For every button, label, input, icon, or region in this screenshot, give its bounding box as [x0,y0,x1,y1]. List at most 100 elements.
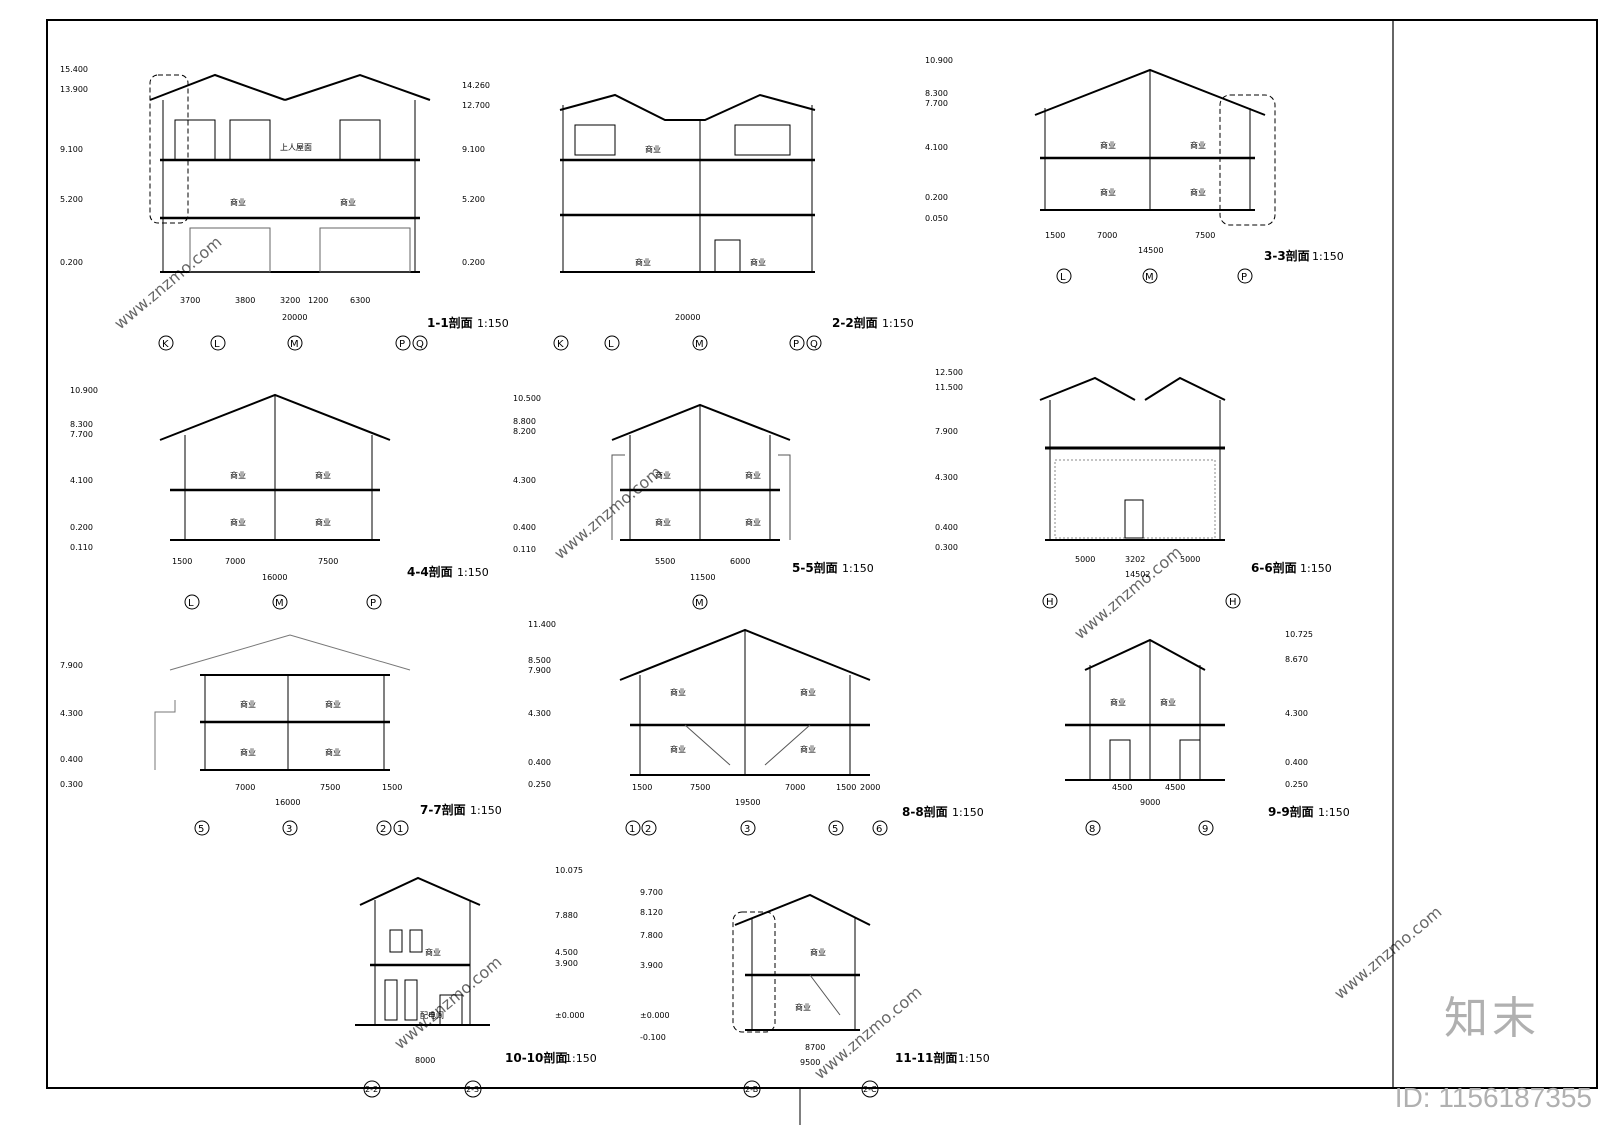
level-label: 15.400 [60,65,88,74]
axis-label: H [1046,597,1054,608]
section-10-10 [355,876,490,1026]
level-label: 0.300 [60,780,83,789]
axis-label: 3 [286,824,292,835]
level-label: 0.200 [60,258,83,267]
level-label: 9.700 [640,888,663,897]
overall-dim: 14502 [1125,570,1150,579]
overall-dim: 11500 [690,573,715,582]
level-label: 10.725 [1285,630,1313,639]
level-label: 12.500 [935,368,963,377]
bay-dim: 7000 [785,783,805,792]
axis-bubbles [1042,593,1241,609]
overall-dim: 19500 [735,798,760,807]
bay-dim: 1500 [836,783,856,792]
bay-dim: 1500 [632,783,652,792]
section-title: 2-2剖面 [832,315,878,330]
level-label: 0.400 [60,755,83,764]
level-label: 0.110 [513,545,536,554]
level-label: 0.250 [1285,780,1308,789]
level-label: 4.300 [513,476,536,485]
room-label: 商业 [315,470,331,480]
bay-dim: 7000 [235,783,255,792]
bay-dim: 6300 [350,296,370,305]
level-label: 0.200 [70,523,93,532]
room-label: 商业 [1190,187,1206,197]
level-label: 0.400 [1285,758,1308,767]
level-label: 10.900 [925,56,953,65]
bay-dim: 2000 [860,783,880,792]
bay-dim: 7500 [1195,231,1215,240]
section-title: 8-8剖面 [902,804,948,819]
level-label: 0.110 [70,543,93,552]
level-label: 4.300 [60,709,83,718]
section-scale: 1:150 [1300,562,1332,575]
axis-bubbles [194,820,409,836]
roof-terrace-label: 上人屋面 [280,143,312,152]
small-room-label: 配电间 [420,1010,444,1020]
level-label: 14.260 [462,81,490,90]
section-title: 6-6剖面 [1251,560,1297,575]
level-label: 7.900 [528,666,551,675]
room-label: 商业 [230,197,246,207]
room-label: 商业 [1110,697,1126,707]
axis-label: 6 [876,824,882,835]
axis-label: P [1241,272,1247,283]
axis-label: 3 [744,824,750,835]
axis-label: P [793,339,799,350]
section-7-7 [154,634,411,771]
axis-label: 2-C [863,1085,877,1094]
axis-label: L [608,339,614,350]
axis-bubbles [1056,268,1253,284]
bay-dim: 1500 [1045,231,1065,240]
bay-dim: 3700 [180,296,200,305]
level-label: 7.900 [60,661,83,670]
section-3-3 [1034,68,1276,226]
axis-label: 2 [645,824,651,835]
level-label: 9.100 [462,145,485,154]
axis-label: L [1060,272,1066,283]
section-5-5 [611,403,791,541]
section-scale: 1:150 [565,1052,597,1065]
level-label: 8.200 [513,427,536,436]
level-label: 12.700 [462,101,490,110]
level-label: 7.800 [640,931,663,940]
section-title: 5-5剖面 [792,560,838,575]
axis-label: 5 [198,824,204,835]
level-label: 13.900 [60,85,88,94]
axis-label: 1 [397,824,403,835]
brand-watermark: 知末 [1444,993,1540,1044]
level-label: 10.500 [513,394,541,403]
bay-dim: 7500 [318,557,338,566]
watermark-text: www.znzmo.com [550,462,665,563]
axis-label: K [557,339,564,350]
room-label: 商业 [240,699,256,709]
axis-label: P [399,339,405,350]
level-label: 7.900 [935,427,958,436]
watermark-text: www.znzmo.com [810,982,925,1083]
room-label: 商业 [230,517,246,527]
level-label: 4.300 [528,709,551,718]
section-title: 3-3剖面 [1264,248,1310,263]
level-label: 7.700 [925,99,948,108]
axis-label: H [1229,597,1237,608]
level-label: 4.300 [1285,709,1308,718]
section-title: 4-4剖面 [407,564,453,579]
bay-dim: 7000 [225,557,245,566]
axis-label: 9 [1202,824,1208,835]
axis-label: 8 [1089,824,1095,835]
level-label: 4.100 [70,476,93,485]
section-scale: 1:150 [842,562,874,575]
axis-bubbles [184,594,382,610]
room-label: 商业 [655,517,671,527]
watermark-text: www.znzmo.com [390,952,505,1053]
bay-dim: 6000 [730,557,750,566]
room-label: 商业 [745,470,761,480]
bay-dim: 7500 [690,783,710,792]
level-label: 8.300 [925,89,948,98]
id-watermark: ID: 1156187355 [1394,1082,1592,1113]
level-label: 10.075 [555,866,583,875]
axis-label: M [1145,272,1154,283]
level-label: 7.700 [70,430,93,439]
axis-label: Q [416,339,424,350]
axis-label: 5 [832,824,838,835]
